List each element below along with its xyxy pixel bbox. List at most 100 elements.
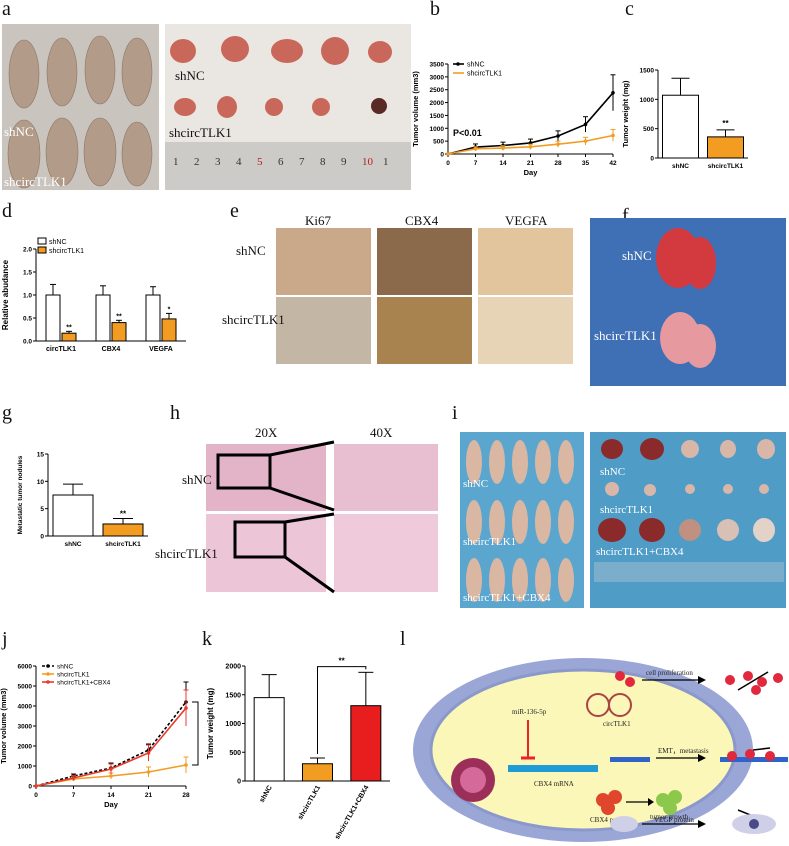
tumor-shapes xyxy=(165,36,411,190)
x-tick-label: 35 xyxy=(582,160,590,167)
y-tick-label: 1.0 xyxy=(23,293,32,300)
significance-marker: ** xyxy=(116,313,122,320)
x-tick-label: VEGFA xyxy=(149,346,173,353)
y-tick-label: 1500 xyxy=(225,692,241,699)
tumor-photo-i: shNC shcircTLK1 shcircTLK1+CBX4 xyxy=(590,432,786,608)
bar-shNC-CBX4 xyxy=(95,294,111,342)
x-tick-label: 14 xyxy=(499,160,507,167)
ihc-shnc-vegfa xyxy=(478,228,573,295)
data-point xyxy=(184,706,188,710)
ihc-col-ki67: Ki67 xyxy=(305,213,331,228)
legend-label-2: shcircTLK1+CBX4 xyxy=(57,680,111,687)
significance-marker: ** xyxy=(722,119,729,128)
panel-label-h: h xyxy=(170,402,180,424)
y-tick-label: 3000 xyxy=(430,74,445,81)
y-axis-label: Tumor weight (mg) xyxy=(206,687,215,759)
data-point xyxy=(611,133,615,138)
he-col-40x: 40X xyxy=(370,425,393,440)
label-outcome-growth: tumor growth xyxy=(650,813,689,821)
y-axis-label: Tumor volume (mm3) xyxy=(411,71,420,147)
x-tick-label: shcircTLK1+CBX4 xyxy=(334,784,371,840)
data-point xyxy=(528,145,533,149)
label-circrna: circTLK1 xyxy=(603,720,631,728)
y-tick-label: 10 xyxy=(37,479,45,486)
y-tick-label: 500 xyxy=(433,139,444,146)
data-point xyxy=(184,763,188,767)
he-shcirctlk1-40x xyxy=(334,514,438,592)
legend-swatch-shcirctlk1 xyxy=(37,246,47,254)
panel-label-j: j xyxy=(2,628,8,650)
x-tick-label: shNC xyxy=(65,541,82,548)
y-tick-label: 1500 xyxy=(640,68,655,75)
x-tick-label: 14 xyxy=(107,792,115,799)
mice-i-label-cbx4: shcircTLK1+CBX4 xyxy=(463,592,551,604)
label-mrna: CBX4 mRNA xyxy=(534,780,574,788)
data-point xyxy=(34,784,38,788)
bar-0 xyxy=(52,494,94,537)
ruler-number: 8 xyxy=(320,156,326,168)
data-point xyxy=(109,767,113,771)
legend-label-shcirctlk1: shcircTLK1 xyxy=(467,71,502,78)
panel-label-c: c xyxy=(625,0,634,20)
panel-label-k: k xyxy=(202,628,212,650)
y-tick-label: 2000 xyxy=(225,664,241,671)
tumor-i-shapes xyxy=(594,438,784,582)
ihc-shcirctlk1-vegfa xyxy=(478,297,573,364)
bar-shNC-circTLK1 xyxy=(45,294,61,342)
panel-label-i: i xyxy=(452,402,458,424)
legend-swatch-shnc xyxy=(37,237,47,245)
legend-marker-0 xyxy=(46,664,50,668)
y-tick-label: 0.5 xyxy=(23,316,32,323)
ruler-number: 1 xyxy=(173,156,179,168)
mice-i-label-shcirctlk1: shcircTLK1 xyxy=(463,536,517,548)
ihc-row-shnc: shNC xyxy=(236,243,266,258)
he-shcirctlk1-20x xyxy=(206,514,326,592)
legend-label-1: shcircTLK1 xyxy=(57,672,90,679)
outcome-icons xyxy=(720,671,788,834)
legend-label-0: shNC xyxy=(57,664,74,671)
data-point xyxy=(556,142,560,147)
tumor-label-shnc: shNC xyxy=(175,68,205,83)
data-point xyxy=(611,91,615,95)
lung-shapes xyxy=(656,228,716,368)
label-vegf-protein: VEGF protein xyxy=(654,816,694,824)
x-tick-label: CBX4 xyxy=(102,346,121,353)
he-col-20x: 20X xyxy=(255,425,278,440)
ruler-number: 5 xyxy=(257,156,263,168)
label-cbx4-protein: CBX4 protein xyxy=(590,816,630,824)
y-axis-label: Metastatic tumor nodules xyxy=(17,455,24,534)
y-tick-label: 0 xyxy=(650,156,654,163)
significance-marker: ** xyxy=(66,324,72,331)
panel-label-g: g xyxy=(2,402,12,424)
mice-i-silhouettes xyxy=(466,440,574,602)
bar-shcircTLK1-CBX4 xyxy=(111,322,127,342)
x-axis-label: Day xyxy=(524,168,539,177)
y-tick-label: 1000 xyxy=(430,126,445,133)
y-tick-label: 500 xyxy=(643,126,654,133)
y-tick-label: 15 xyxy=(37,452,45,459)
mice-label-shnc: shNC xyxy=(4,124,34,139)
y-tick-label: 0 xyxy=(237,779,241,786)
he-row-shnc: shNC xyxy=(182,472,212,487)
data-point xyxy=(146,770,151,774)
ruler-number: 6 xyxy=(278,156,284,168)
y-tick-label: 1000 xyxy=(18,764,33,771)
x-tick-label: 0 xyxy=(446,160,450,167)
y-tick-label: 2500 xyxy=(430,87,445,94)
data-point xyxy=(583,139,588,143)
tumor-i-label-shnc: shNC xyxy=(600,466,626,478)
x-tick-label: 28 xyxy=(182,792,190,799)
x-axis-label: Day xyxy=(104,800,119,809)
cell-cytoplasm xyxy=(429,668,737,832)
legend-label-shnc: shNC xyxy=(467,62,485,69)
mice-photo-i: shNC shcircTLK1 shcircTLK1+CBX4 xyxy=(460,432,584,608)
y-tick-label: 2000 xyxy=(430,100,445,107)
zoom-boxes xyxy=(216,440,335,594)
tumor-label-shcirctlk1: shcircTLK1 xyxy=(169,125,232,140)
p-value-annotation: P<0.01 xyxy=(453,128,482,138)
